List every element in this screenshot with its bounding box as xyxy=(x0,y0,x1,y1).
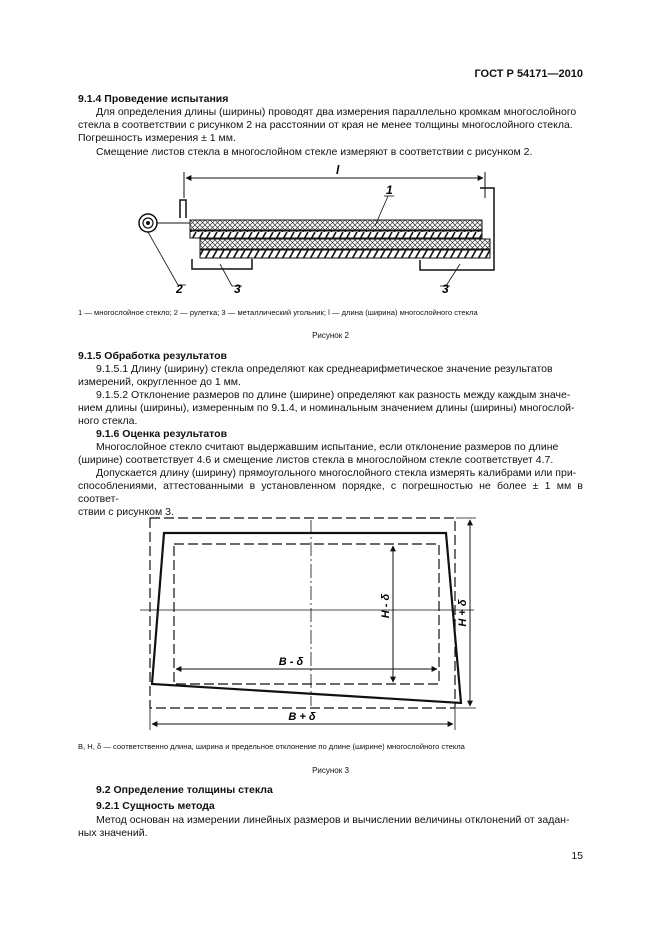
text-line: стекла в соответствии с рисунком 2 на ра… xyxy=(78,119,573,131)
text-line: (ширине) соответствует 4.6 и смещение ли… xyxy=(78,454,554,466)
callout-2: 2 xyxy=(175,282,183,295)
label-h-minus-delta: H - δ xyxy=(380,593,392,618)
text-line: Для определения длины (ширины) проводят … xyxy=(96,106,577,118)
text-line: ных значений. xyxy=(78,827,148,839)
figure-2-caption: Рисунок 2 xyxy=(312,331,349,340)
callout-3-right: 3 xyxy=(442,282,449,295)
text-line: Погрешность измерения ± 1 мм. xyxy=(78,132,236,144)
paragraph-9-1-5-1: 9.1.5.1 Длину (ширину) стекла определяют… xyxy=(78,363,583,389)
text-line: Метод основан на измерении линейных разм… xyxy=(96,814,570,826)
section-heading-9-1-6: 9.1.6 Оценка результатов xyxy=(96,428,228,440)
callout-3-left: 3 xyxy=(234,282,241,295)
text-line: Допускается длину (ширину) прямоугольног… xyxy=(96,467,577,479)
section-heading-9-1-4: 9.1.4 Проведение испытания xyxy=(78,93,229,105)
paragraph-9-1-4-b: Смещение листов стекла в многослойном ст… xyxy=(96,146,533,158)
figure-3-drawing: H - δ H + δ B - δ B + δ xyxy=(140,517,476,730)
text-line: 9.1.5.1 Длину (ширину) стекла определяют… xyxy=(96,363,553,375)
document-header: ГОСТ Р 54171—2010 xyxy=(474,68,583,80)
section-heading-9-1-5: 9.1.5 Обработка результатов xyxy=(78,350,227,362)
paragraph-9-1-4-a: Для определения длины (ширины) проводят … xyxy=(78,106,583,145)
figure-3-legend: B, H, δ — соответственно длина, ширина и… xyxy=(78,742,465,751)
paragraph-9-1-5-2: 9.1.5.2 Отклонение размеров по длине (ши… xyxy=(78,389,583,428)
text-line: измерений, округленное до 1 мм. xyxy=(78,376,241,388)
dimension-label-l: l xyxy=(336,163,340,177)
section-heading-9-2: 9.2 Определение толщины стекла xyxy=(96,784,273,796)
page-number: 15 xyxy=(571,850,583,862)
figure-2-drawing: l 1 2 3 3 xyxy=(138,163,495,295)
callout-1: 1 xyxy=(386,183,393,197)
paragraph-9-2-1: Метод основан на измерении линейных разм… xyxy=(78,814,583,840)
paragraph-9-1-6-b: Допускается длину (ширину) прямоугольног… xyxy=(78,467,583,519)
figure-3-caption: Рисунок 3 xyxy=(312,766,349,775)
text-line: нием длины (ширины), измеренным по 9.1.4… xyxy=(78,402,575,414)
text-line: способлениями, аттестованными в установл… xyxy=(78,480,583,505)
section-heading-9-2-1: 9.2.1 Сущность метода xyxy=(96,800,215,812)
figure-2-legend: 1 — многослойное стекло; 2 — рулетка; 3 … xyxy=(78,308,478,317)
paragraph-9-1-6-a: Многослойное стекло считают выдержавшим … xyxy=(78,441,583,467)
text-line: ствии с рисунком 3. xyxy=(78,506,174,518)
text-line: ного стекла. xyxy=(78,415,138,427)
text-line: 9.1.5.2 Отклонение размеров по длине (ши… xyxy=(96,389,571,401)
label-h-plus-delta: H + δ xyxy=(457,599,469,626)
label-b-plus-delta: B + δ xyxy=(288,711,315,723)
label-b-minus-delta: B - δ xyxy=(279,656,304,668)
text-line: Многослойное стекло считают выдержавшим … xyxy=(96,441,559,453)
